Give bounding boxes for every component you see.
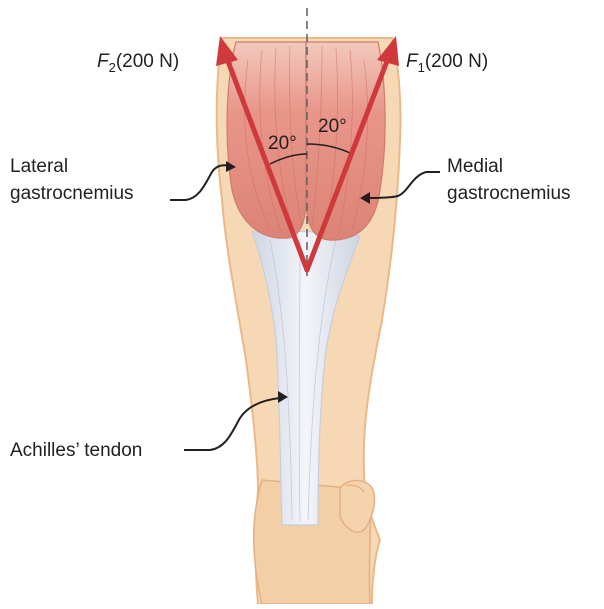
label-medial-gastrocnemius-line2: gastrocnemius — [447, 183, 571, 204]
label-lateral-gastrocnemius-line2: gastrocnemius — [10, 183, 134, 204]
label-lateral-gastrocnemius-line1: Lateral — [10, 156, 68, 177]
force-label-f2: F2(200 N) — [97, 51, 179, 75]
label-achilles-tendon: Achilles’ tendon — [10, 440, 142, 461]
label-medial-gastrocnemius-line1: Medial — [447, 156, 503, 177]
angle-label-left: 20° — [268, 133, 297, 154]
medial-gastrocnemius — [306, 42, 385, 240]
gastrocnemius-muscles — [227, 42, 385, 240]
force-label-f1: F1(200 N) — [406, 51, 488, 75]
angle-label-right: 20° — [318, 116, 347, 137]
